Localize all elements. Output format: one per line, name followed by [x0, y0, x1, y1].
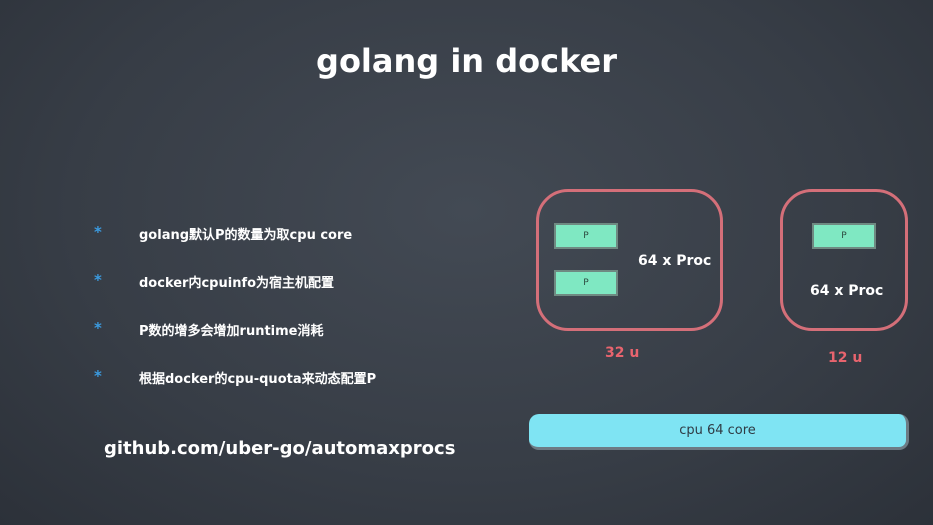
bullet-text: P数的增多会增加runtime消耗 — [139, 324, 324, 339]
github-link[interactable]: github.com/uber-go/automaxprocs — [104, 438, 456, 459]
bullet-text: 根据docker的cpu-quota来动态配置P — [139, 372, 377, 387]
p-block: P — [554, 270, 618, 296]
p-block: P — [812, 223, 876, 249]
asterisk-icon: * — [94, 271, 102, 289]
asterisk-icon: * — [94, 319, 102, 337]
proc-label: 64 x Proc — [810, 283, 884, 299]
bullet-text: docker内cpuinfo为宿主机配置 — [139, 276, 335, 291]
asterisk-icon: * — [94, 367, 102, 385]
container-box-1 — [536, 189, 723, 331]
proc-label: 64 x Proc — [638, 253, 712, 269]
container-box-2 — [780, 189, 908, 331]
asterisk-icon: * — [94, 223, 102, 241]
cpu-bar: cpu 64 core — [529, 414, 909, 450]
bullet-text: golang默认P的数量为取cpu core — [139, 228, 353, 243]
quota-label: 12 u — [828, 350, 863, 366]
quota-label: 32 u — [605, 345, 640, 361]
p-block: P — [554, 223, 618, 249]
slide-title: golang in docker — [316, 42, 617, 80]
